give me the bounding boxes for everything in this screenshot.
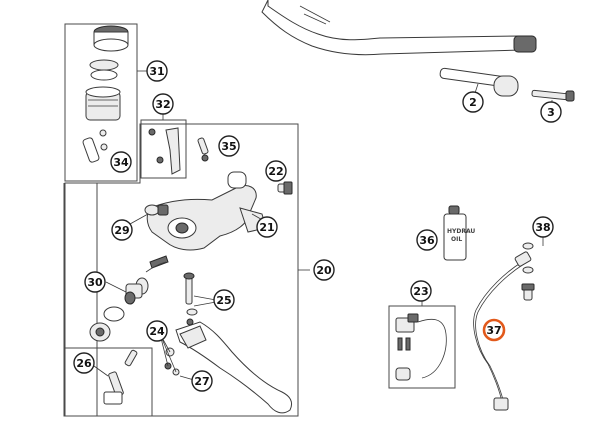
part-25-pivot-bolt xyxy=(183,272,217,316)
callout-circle xyxy=(73,352,95,374)
callout-circle xyxy=(84,271,106,293)
callout-36[interactable]: 36 xyxy=(416,229,438,251)
bracket-group xyxy=(140,113,187,179)
callout-number: 20 xyxy=(316,264,332,277)
callout-circle xyxy=(410,280,432,302)
callout-number: 32 xyxy=(155,98,170,111)
oil-label-line-2: OIL xyxy=(451,236,462,243)
handlebar-end xyxy=(513,35,537,53)
callout-3[interactable]: 3 xyxy=(540,101,562,123)
callout-circle xyxy=(146,60,168,82)
callout-20[interactable]: 20 xyxy=(313,259,335,281)
part-35-screw xyxy=(197,137,209,162)
part-26-brake-switch xyxy=(63,347,153,417)
reservoir-group xyxy=(64,23,147,182)
callout-number: 27 xyxy=(194,375,209,388)
part-23-brake-light-switch xyxy=(388,300,456,389)
callout-circle xyxy=(146,320,168,342)
callout-number: 22 xyxy=(268,165,283,178)
oil-label-line-1: HYDRAU xyxy=(447,228,475,235)
callout-circle xyxy=(191,370,213,392)
callout-circle xyxy=(540,101,562,123)
callout-number: 29 xyxy=(114,224,129,237)
callout-number: 3 xyxy=(547,106,555,119)
callout-circle xyxy=(416,229,438,251)
part-36-hydraulic-oil: HYDRAU OIL xyxy=(443,205,475,261)
part-38-banjo-bolt xyxy=(521,236,544,301)
callout-21[interactable]: 21 xyxy=(256,216,278,238)
callout-number: 2 xyxy=(469,96,477,109)
callout-circle xyxy=(213,289,235,311)
reservoir-membrane xyxy=(90,69,118,81)
callout-circle xyxy=(218,135,240,157)
callout-number: 24 xyxy=(149,325,165,338)
callout-31[interactable]: 31 xyxy=(146,60,168,82)
reservoir-port xyxy=(227,171,247,189)
callout-number: 38 xyxy=(535,221,550,234)
callout-circle xyxy=(152,93,174,115)
reservoir-gasket xyxy=(89,59,119,71)
callout-number: 36 xyxy=(419,234,435,247)
callout-number: 21 xyxy=(259,221,274,234)
callout-25[interactable]: 25 xyxy=(213,289,235,311)
callout-circle xyxy=(313,259,335,281)
callout-23[interactable]: 23 xyxy=(410,280,432,302)
callout-27[interactable]: 27 xyxy=(191,370,213,392)
callout-22[interactable]: 22 xyxy=(265,160,287,182)
part-24-brake-lever xyxy=(159,318,293,414)
callout-number: 26 xyxy=(76,357,92,370)
callout-38[interactable]: 38 xyxy=(532,216,554,238)
callout-number: 37 xyxy=(486,324,501,337)
callout-circle xyxy=(111,219,133,241)
callout-35[interactable]: 35 xyxy=(218,135,240,157)
callout-circle xyxy=(256,216,278,238)
callout-number: 34 xyxy=(113,156,129,169)
callout-26[interactable]: 26 xyxy=(73,352,95,374)
callout-number: 30 xyxy=(87,276,103,289)
callout-37[interactable]: 37 xyxy=(482,318,506,342)
callout-32[interactable]: 32 xyxy=(152,93,174,115)
part-29-pivot xyxy=(129,204,169,225)
part-3-bolt xyxy=(531,89,575,106)
callout-29[interactable]: 29 xyxy=(111,219,133,241)
callout-circle xyxy=(110,151,132,173)
part-22-bolt xyxy=(277,181,293,195)
callout-circle xyxy=(462,91,484,113)
callout-number: 23 xyxy=(413,285,428,298)
part-37-brake-line xyxy=(473,251,532,411)
callout-2[interactable]: 2 xyxy=(462,91,484,113)
callout-34[interactable]: 34 xyxy=(110,151,132,173)
callout-number: 25 xyxy=(216,294,231,307)
part-2-grip xyxy=(439,67,519,97)
callout-30[interactable]: 30 xyxy=(84,271,106,293)
callout-circle xyxy=(482,318,506,342)
callout-circle xyxy=(265,160,287,182)
handlebar xyxy=(261,0,537,56)
callout-number: 35 xyxy=(221,140,236,153)
callout-24[interactable]: 24 xyxy=(146,320,168,342)
reservoir-hose xyxy=(82,137,100,163)
callout-circle xyxy=(532,216,554,238)
master-cylinder-body xyxy=(146,171,267,251)
callout-number: 31 xyxy=(149,65,164,78)
part-30-piston-kit xyxy=(89,255,169,342)
